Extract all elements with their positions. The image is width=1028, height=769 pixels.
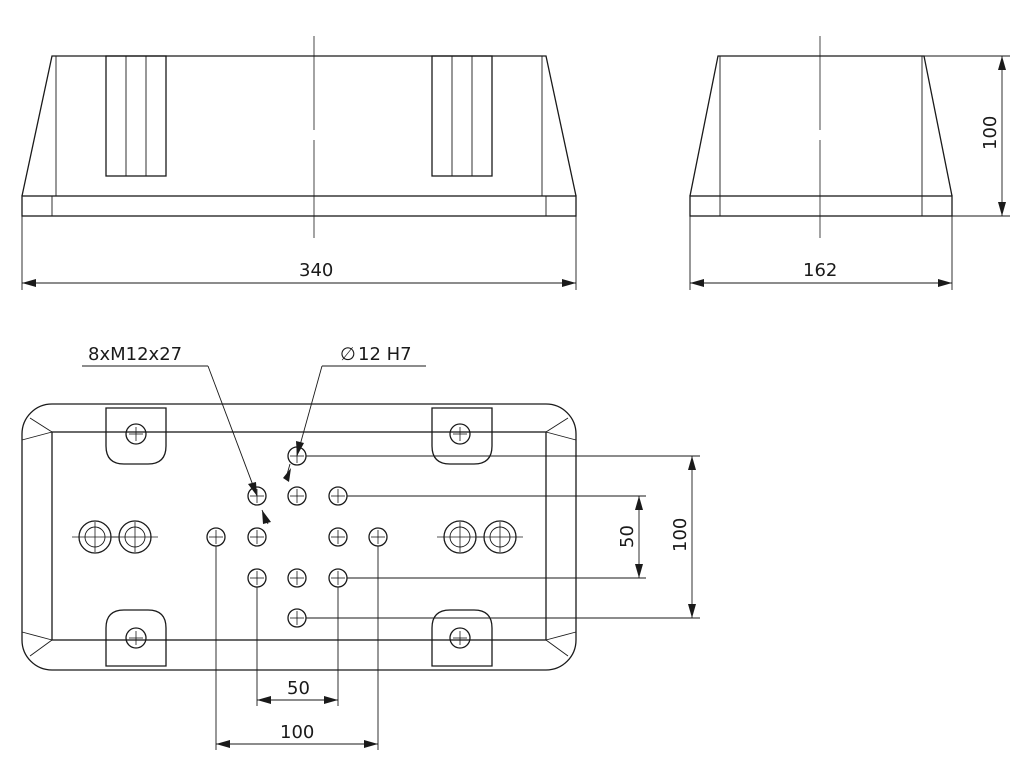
- pin-hole: [287, 608, 307, 628]
- threaded-hole: [206, 527, 226, 547]
- bore-callout: 12 H7: [358, 344, 412, 365]
- top-view: 50 100 50 100 8xM12x27 ∅: [21, 344, 700, 750]
- threaded-hole: [247, 527, 267, 547]
- mount-hole: [449, 627, 471, 649]
- threaded-hole: [328, 527, 348, 547]
- mount-hole: [449, 423, 471, 445]
- threaded-hole: [328, 486, 348, 506]
- diameter-symbol: ∅: [340, 344, 356, 365]
- side-view: 162 100: [689, 36, 1010, 290]
- side-width-dimension: 162: [803, 260, 837, 281]
- front-width-dimension: 340: [299, 260, 333, 281]
- threaded-hole: [328, 568, 348, 588]
- pitch-small-horizontal: 50: [287, 678, 310, 699]
- pitch-small-vertical: 50: [617, 525, 638, 548]
- thread-callout: 8xM12x27: [88, 344, 182, 365]
- threaded-hole: [368, 527, 388, 547]
- threaded-hole: [287, 486, 307, 506]
- counterbore-hole: [112, 520, 158, 554]
- counterbore-hole: [72, 520, 118, 554]
- threaded-hole: [247, 486, 267, 506]
- front-view: 340: [21, 36, 577, 290]
- mount-hole: [125, 423, 147, 445]
- counterbore-hole: [437, 520, 483, 554]
- side-height-dimension: 100: [980, 116, 1001, 150]
- counterbore-hole: [477, 520, 523, 554]
- pitch-large-vertical: 100: [670, 518, 691, 552]
- mount-hole: [125, 627, 147, 649]
- pitch-large-horizontal: 100: [280, 722, 314, 743]
- threaded-hole: [287, 568, 307, 588]
- threaded-hole: [247, 568, 267, 588]
